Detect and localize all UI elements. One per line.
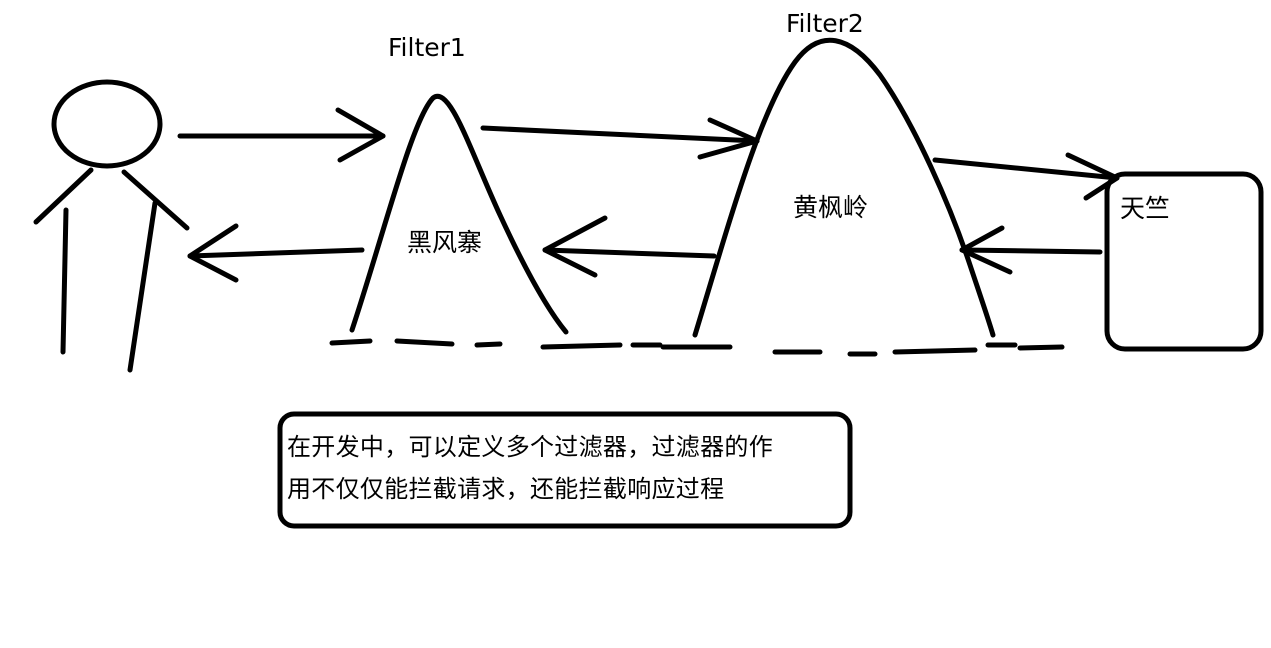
filter2-name: 黄枫岭 bbox=[793, 193, 868, 222]
person-head bbox=[51, 79, 163, 169]
request-arrow-person-to-filter1 bbox=[177, 107, 386, 163]
request-arrow-filter2-to-destination bbox=[932, 152, 1120, 201]
response-arrow-destination-to-filter2 bbox=[959, 225, 1103, 275]
note-text: 在开发中，可以定义多个过滤器，过滤器的作 用不仅仅能拦截请求，还能拦截响应过程 bbox=[287, 426, 842, 510]
person-left-leg bbox=[60, 207, 69, 355]
filter1-mountain bbox=[349, 93, 569, 335]
filter1-label: Filter1 bbox=[388, 33, 466, 62]
filter1-name: 黑风寨 bbox=[407, 228, 482, 257]
filter2-mountain bbox=[692, 37, 996, 338]
response-arrow-filter1-to-person bbox=[187, 223, 365, 283]
person-left-arm bbox=[33, 167, 94, 225]
note-line-1: 在开发中，可以定义多个过滤器，过滤器的作 bbox=[287, 433, 773, 461]
person-figure bbox=[33, 79, 190, 373]
note-line-2: 用不仅仅能拦截请求，还能拦截响应过程 bbox=[287, 475, 725, 503]
note-box bbox=[277, 411, 853, 529]
destination-box bbox=[1104, 171, 1264, 352]
request-arrow-filter1-to-filter2 bbox=[480, 117, 760, 160]
destination-name: 天竺 bbox=[1120, 194, 1170, 223]
filter2-label: Filter2 bbox=[786, 9, 864, 38]
person-right-leg bbox=[127, 200, 158, 373]
ground-dashed-line bbox=[329, 338, 1065, 357]
response-arrow-filter2-to-filter1 bbox=[542, 215, 717, 278]
person-right-arm bbox=[121, 169, 190, 231]
